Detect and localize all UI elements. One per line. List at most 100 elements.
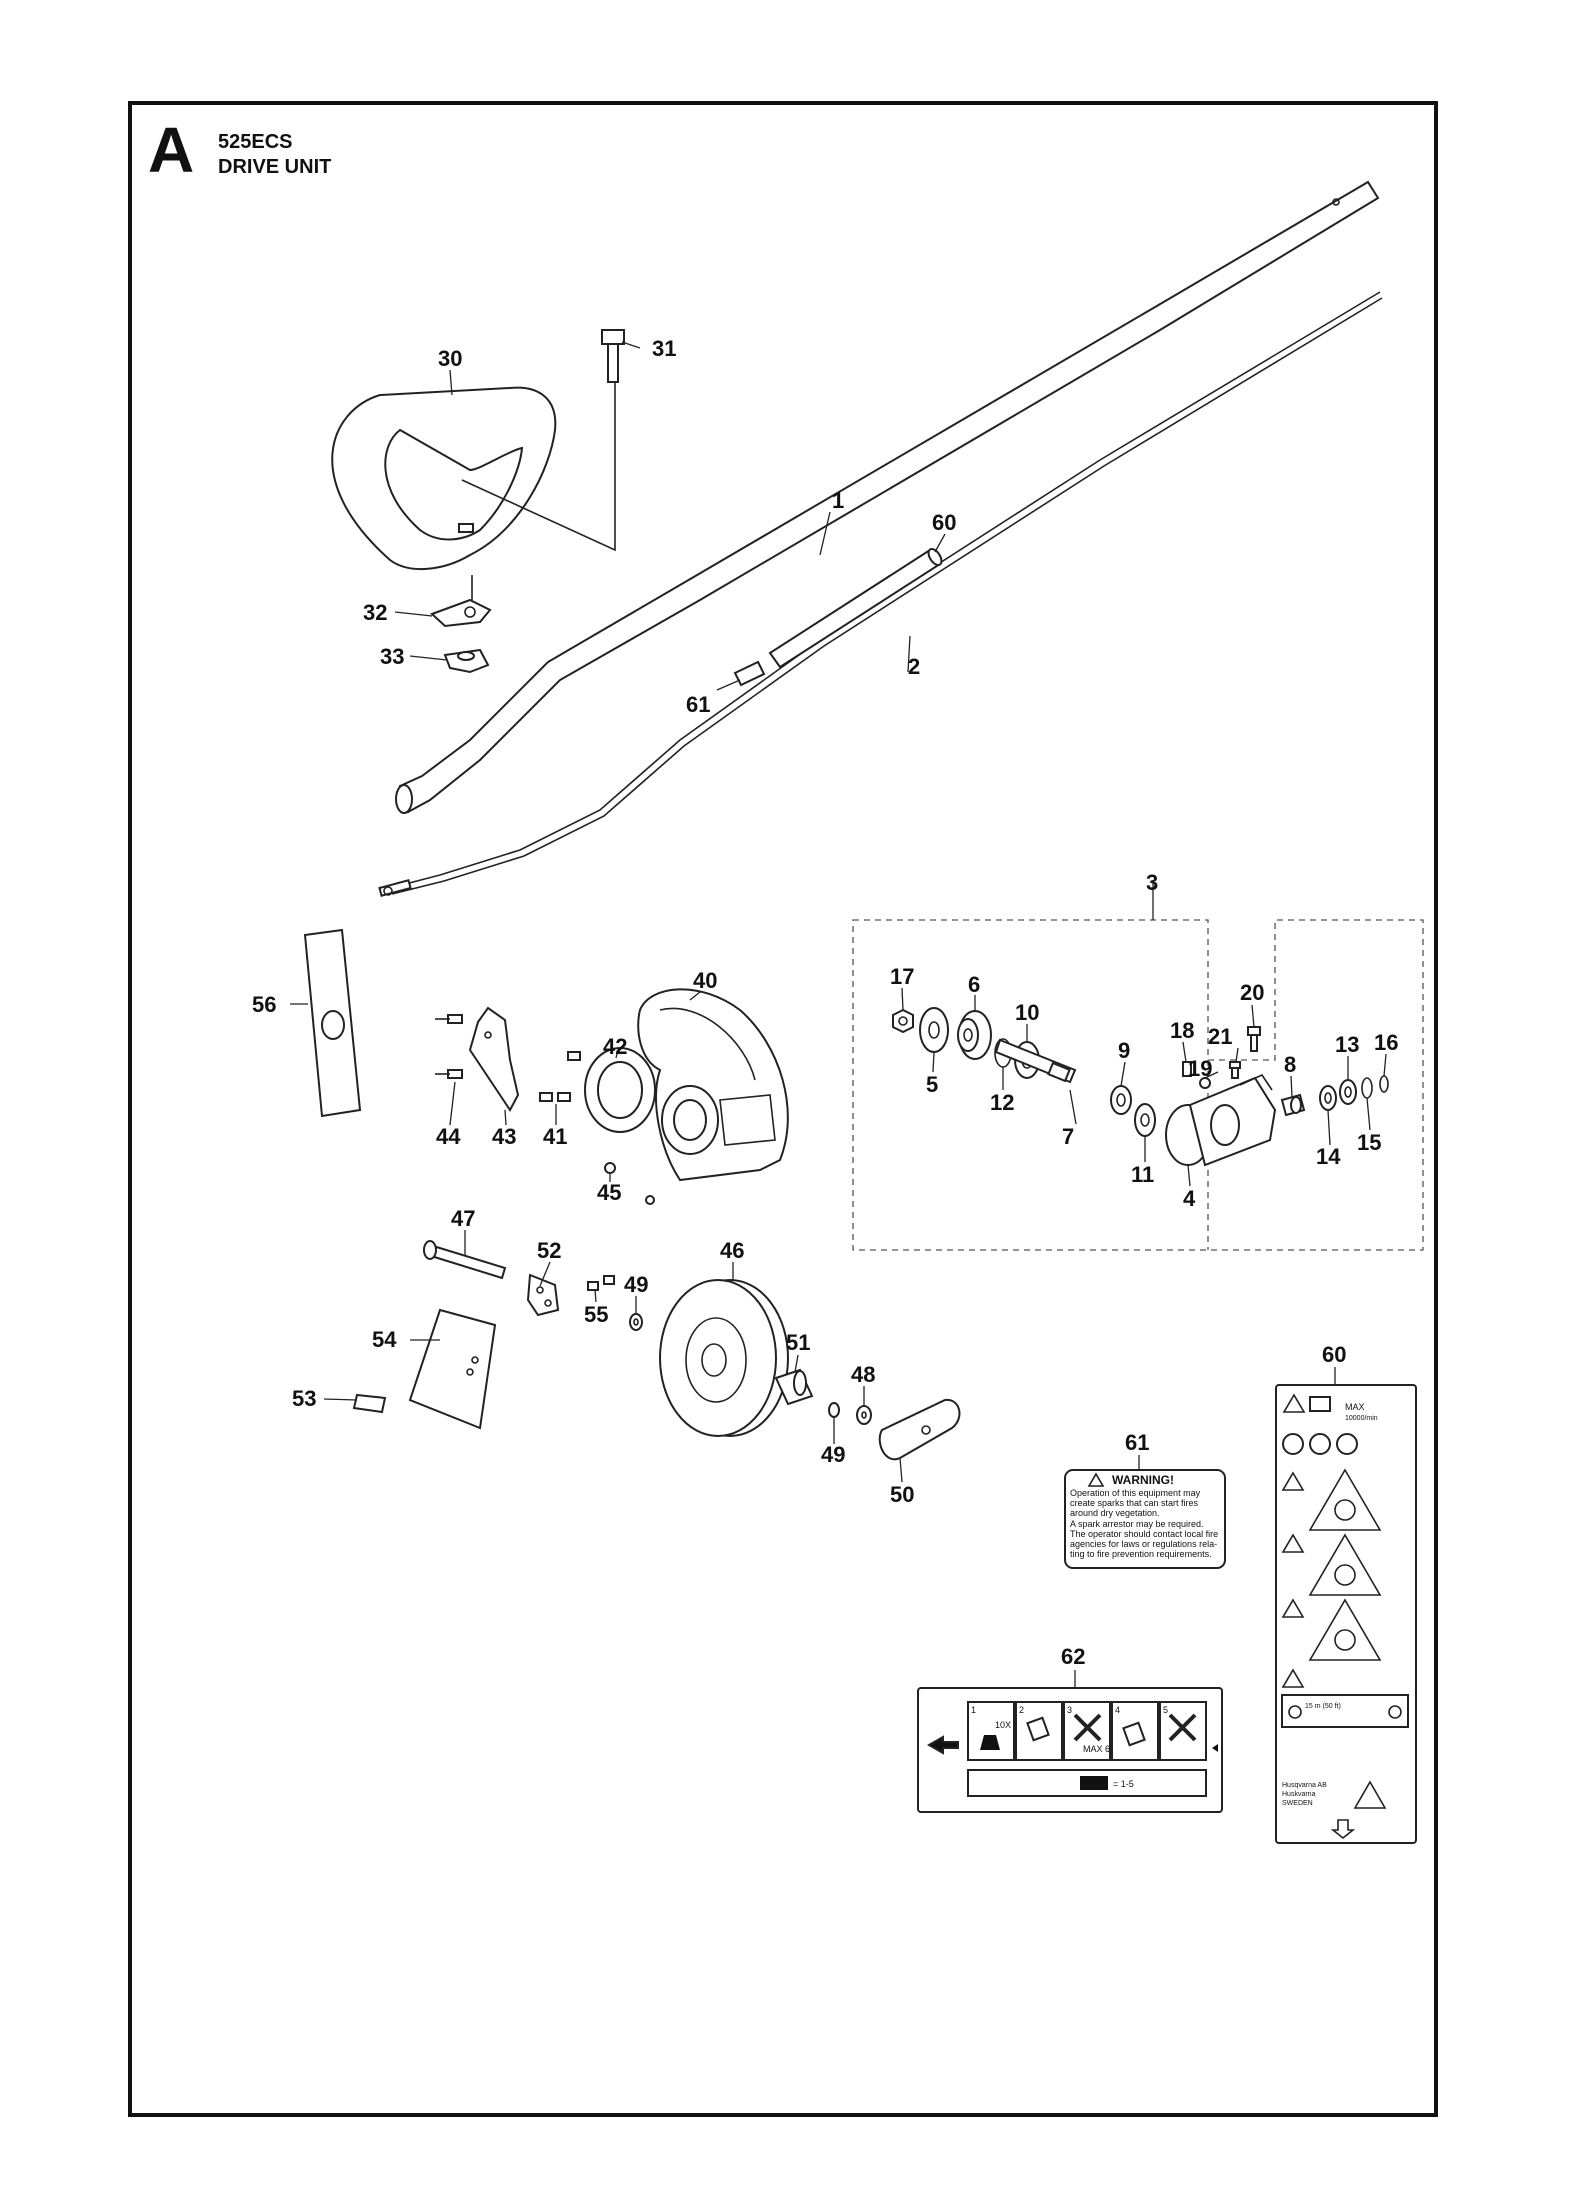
callout-49-lower: 49 bbox=[821, 1442, 845, 1467]
decal-62-step-2: 2 bbox=[1019, 1705, 1024, 1715]
circlip-16 bbox=[1379, 1075, 1389, 1093]
washer-48 bbox=[856, 1405, 872, 1425]
leader-lines bbox=[290, 341, 1387, 1688]
decal-61-line: Operation of this equipment may bbox=[1070, 1488, 1201, 1498]
loop-handle bbox=[331, 345, 616, 571]
callout-40: 40 bbox=[693, 968, 717, 993]
assembly-title: DRIVE UNIT bbox=[218, 156, 332, 178]
callout-43: 43 bbox=[492, 1124, 516, 1149]
decal-61-heading: WARNING! bbox=[1112, 1473, 1174, 1487]
callout-51: 51 bbox=[786, 1330, 810, 1355]
callout-55: 55 bbox=[584, 1302, 608, 1327]
callout-30: 30 bbox=[438, 346, 462, 371]
flange-washer-5 bbox=[919, 1007, 949, 1053]
gearhead-assembly-box bbox=[852, 919, 1424, 1251]
decal-62-step3-text: MAX 6 bbox=[1083, 1744, 1110, 1754]
callout-17: 17 bbox=[890, 964, 914, 989]
callout-3: 3 bbox=[1146, 870, 1158, 895]
safety-decal-60: MAX 10000/min 15 m (50 ft) Husqvarna AB … bbox=[1275, 1384, 1417, 1844]
decal-62-footer: = 1-5 bbox=[1113, 1779, 1134, 1789]
wheel bbox=[659, 1279, 789, 1437]
callout-13: 13 bbox=[1335, 1032, 1359, 1057]
decal-60-rpm: 10000/min bbox=[1345, 1415, 1378, 1422]
bracket-screws bbox=[435, 1014, 581, 1102]
callout-16: 16 bbox=[1374, 1030, 1398, 1055]
model-title: 525ECS bbox=[218, 131, 293, 153]
callout-14: 14 bbox=[1316, 1144, 1341, 1169]
decal-62-step-4: 4 bbox=[1115, 1705, 1120, 1715]
callout-44: 44 bbox=[436, 1124, 461, 1149]
pinion-8 bbox=[1280, 1093, 1306, 1117]
flange-6 bbox=[957, 1010, 992, 1060]
small-washer bbox=[604, 1162, 655, 1205]
wing-nut bbox=[443, 648, 490, 674]
callout-48: 48 bbox=[851, 1362, 875, 1387]
decal-61-line: ting to fire prevention requirements. bbox=[1070, 1549, 1212, 1559]
decal-62-step-3: 3 bbox=[1067, 1705, 1072, 1715]
wheel-bracket bbox=[526, 1273, 560, 1317]
decal-60-max: MAX bbox=[1345, 1402, 1365, 1412]
callout-7: 7 bbox=[1062, 1124, 1074, 1149]
nut-17 bbox=[892, 1008, 914, 1034]
page-border bbox=[128, 101, 1438, 2117]
bearing-11 bbox=[1134, 1103, 1156, 1137]
flap-clip bbox=[352, 1393, 387, 1414]
callout-47: 47 bbox=[451, 1206, 475, 1231]
decal-60-maker-3: SWEDEN bbox=[1282, 1800, 1313, 1807]
wheel-knob bbox=[878, 1398, 961, 1461]
handle-clamp bbox=[430, 575, 492, 628]
starting-decal-62: 1 2 3 4 5 10X MAX 6 = 1-5 bbox=[917, 1687, 1223, 1813]
callout-labels: 1 2 3 4 5 6 7 8 9 10 11 12 13 14 15 16 1… bbox=[252, 336, 1398, 1669]
debris-flap bbox=[408, 1308, 497, 1430]
callout-33: 33 bbox=[380, 644, 404, 669]
decal-60-maker-1: Husqvarna AB bbox=[1282, 1782, 1327, 1789]
callout-18: 18 bbox=[1170, 1018, 1194, 1043]
callout-49-upper: 49 bbox=[624, 1272, 648, 1297]
callout-50: 50 bbox=[890, 1482, 914, 1507]
callout-32: 32 bbox=[363, 600, 387, 625]
callout-10: 10 bbox=[1015, 1000, 1039, 1025]
section-letter: A bbox=[148, 114, 195, 186]
callout-41: 41 bbox=[543, 1124, 567, 1149]
callout-62: 62 bbox=[1061, 1644, 1085, 1669]
decal-62-step1-text: 10X bbox=[995, 1720, 1011, 1730]
callout-1: 1 bbox=[832, 488, 844, 513]
callout-61-sleeve: 61 bbox=[686, 692, 710, 717]
callout-19: 19 bbox=[1188, 1056, 1212, 1081]
bearing-14 bbox=[1319, 1085, 1337, 1111]
edger-blade bbox=[303, 928, 362, 1118]
callout-53: 53 bbox=[292, 1386, 316, 1411]
callout-12: 12 bbox=[990, 1090, 1014, 1115]
circlip-15 bbox=[1361, 1077, 1373, 1099]
handle-bolt bbox=[601, 329, 625, 383]
screw-20 bbox=[1247, 1026, 1261, 1052]
decal-61-line: A spark arrestor may be required. bbox=[1070, 1519, 1204, 1529]
lock-nuts bbox=[587, 1275, 615, 1291]
callout-20: 20 bbox=[1240, 980, 1264, 1005]
callout-9: 9 bbox=[1118, 1038, 1130, 1063]
spacer-tube bbox=[774, 1368, 814, 1406]
decal-61-line: create sparks that can start fires bbox=[1070, 1498, 1199, 1508]
gear-housing-4 bbox=[1165, 1073, 1277, 1167]
screw-21 bbox=[1229, 1061, 1241, 1079]
callout-11: 11 bbox=[1131, 1162, 1154, 1187]
axle-bolt bbox=[423, 1240, 507, 1280]
callout-31: 31 bbox=[652, 336, 676, 361]
callout-15: 15 bbox=[1357, 1130, 1381, 1155]
decal-62-step-1: 1 bbox=[971, 1705, 976, 1715]
decal-61-line: The operator should contact local fire bbox=[1070, 1529, 1218, 1539]
bearing-13 bbox=[1339, 1079, 1357, 1105]
decal-60-distance: 15 m (50 ft) bbox=[1305, 1703, 1341, 1710]
spindle-7 bbox=[994, 1038, 1077, 1084]
bracket-plate bbox=[468, 1006, 520, 1112]
shaft-tube bbox=[395, 180, 1380, 814]
warning-decal-61: WARNING! Operation of this equipment may… bbox=[1064, 1469, 1226, 1569]
decal-61-line: agencies for laws or regulations rela- bbox=[1070, 1539, 1217, 1549]
drive-shaft bbox=[378, 291, 1383, 897]
callout-45: 45 bbox=[597, 1180, 621, 1205]
callout-61-decal: 61 bbox=[1125, 1430, 1149, 1455]
callout-2: 2 bbox=[908, 654, 920, 679]
callout-42: 42 bbox=[603, 1034, 627, 1059]
callout-52: 52 bbox=[537, 1238, 561, 1263]
